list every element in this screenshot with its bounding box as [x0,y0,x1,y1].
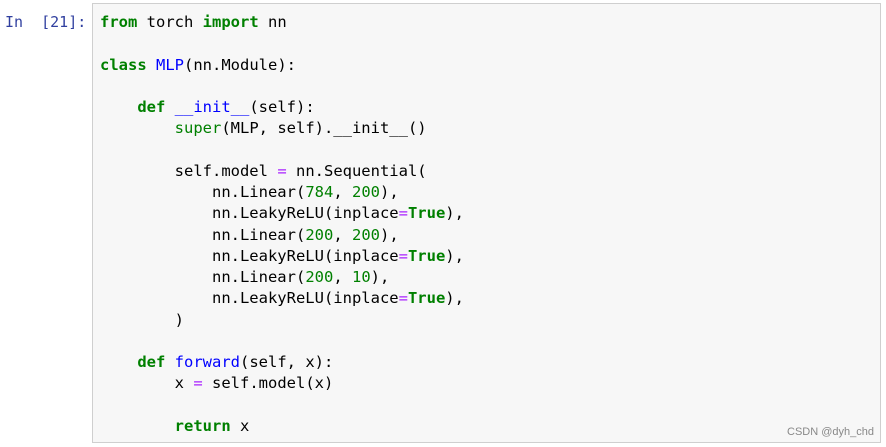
code-line: ) [100,310,464,331]
code-token: True [407,246,446,265]
code-token: (self): [249,98,315,116]
code-line: nn.LeakyReLU(inplace=True), [100,288,464,309]
code-token: ), [379,183,399,201]
code-token: torch [137,13,203,31]
code-token: 784 [305,183,334,201]
watermark: CSDN @dyh_chd [787,426,874,438]
code-token [100,417,175,435]
code-token: ), [445,246,464,265]
code-token: (MLP, self).__init__() [221,119,427,138]
code-line [100,395,464,416]
code-line: class MLP(nn.Module): [100,55,464,76]
code-line: nn.LeakyReLU(inplace=True), [100,246,464,267]
code-line: from torch import nn [100,12,464,33]
code-token [100,353,137,371]
code-token: (nn.Module): [184,55,296,74]
code-token: def [137,353,166,371]
code-line [100,140,464,161]
code-token: self.model [100,161,278,180]
code-token [100,119,175,137]
code-token: nn.Linear( [100,183,306,201]
code-line: nn.Linear(784, 200), [100,182,464,203]
code-token: nn.Sequential( [286,161,427,180]
code-token: (self, x): [240,353,334,371]
code-token: , [333,225,352,244]
code-token: 200 [351,183,380,201]
code-token: , [333,183,352,201]
code-line [100,76,464,97]
code-token: ), [370,268,390,286]
code-token: nn.LeakyReLU(inplace [100,246,399,265]
code-token: True [407,204,446,223]
code-token: class [100,55,147,74]
code-line [100,33,464,54]
code-token: forward [174,353,240,371]
code-token: def [137,98,166,116]
code-line: nn.Linear(200, 10), [100,267,464,288]
code-token: = [398,204,408,223]
code-line: self.model = nn.Sequential( [100,161,464,182]
code-token: 200 [305,268,334,286]
code-token [165,353,174,371]
code-token: ), [379,225,399,244]
code-token: , [333,268,352,286]
code-cell-input[interactable]: from torch import nn class MLP(nn.Module)… [92,3,881,443]
code-token: return [174,416,231,435]
code-token [147,56,156,74]
code-line: nn.Linear(200, 200), [100,225,464,246]
code-token: __init__ [174,98,250,116]
code-token: = [277,161,287,180]
code-editor[interactable]: from torch import nn class MLP(nn.Module)… [100,12,464,437]
code-token [100,98,137,116]
code-token: nn.LeakyReLU(inplace [100,289,399,308]
code-line: super(MLP, self).__init__() [100,118,464,139]
code-token: MLP [156,55,185,74]
code-token: nn [258,13,287,31]
code-token: x [230,416,250,435]
code-line: x = self.model(x) [100,373,464,394]
code-line [100,331,464,352]
code-token: 10 [351,268,371,286]
code-token: nn.Linear( [100,268,306,286]
code-token: True [407,289,446,308]
code-token: ), [445,289,464,308]
code-line: def forward(self, x): [100,352,464,373]
code-token: nn.LeakyReLU(inplace [100,204,399,223]
code-token: import [202,13,259,31]
code-token: from [100,13,138,31]
code-line: nn.LeakyReLU(inplace=True), [100,203,464,224]
code-token: = [193,374,203,393]
code-token: ), [445,204,464,223]
code-token: nn.Linear( [100,225,306,244]
code-token [165,98,174,116]
code-token: = [398,289,408,308]
code-token: ) [100,310,184,329]
code-line: return x [100,416,464,437]
code-line: def __init__(self): [100,97,464,118]
code-token: = [398,246,408,265]
code-token: self.model(x) [202,374,334,393]
code-token: x [100,374,194,393]
code-token: super [174,119,222,138]
input-prompt: In [21]: [5,13,87,31]
code-token: 200 [305,225,334,244]
code-token: 200 [351,225,380,244]
